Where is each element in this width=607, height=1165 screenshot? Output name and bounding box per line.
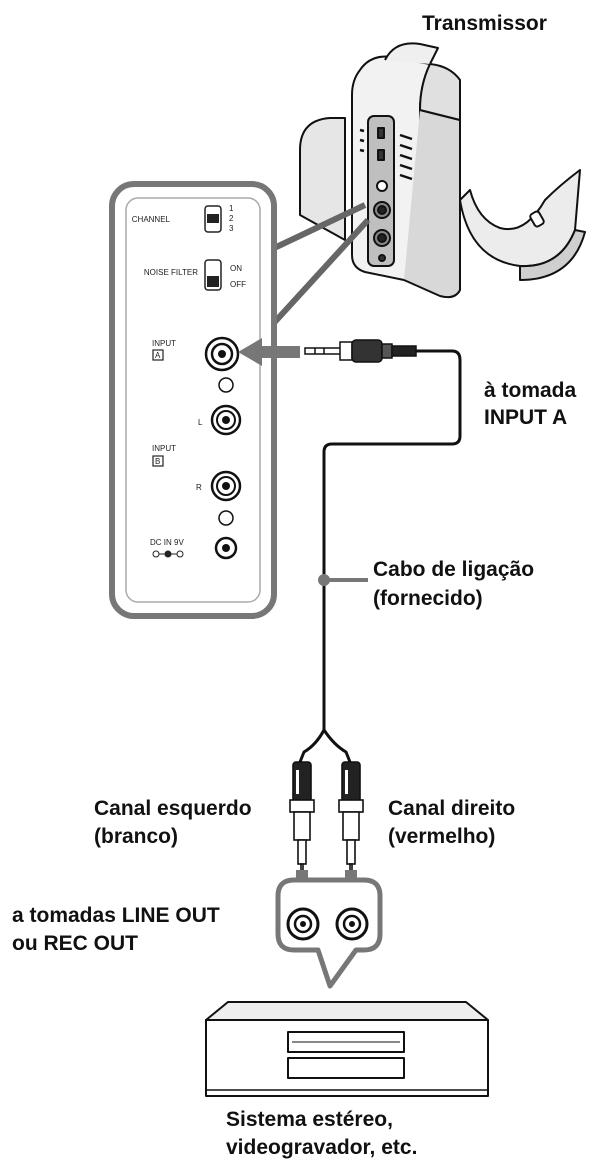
cable-caption-line1: Cabo de ligação [373, 558, 535, 581]
cable [298, 349, 462, 763]
rca-plug-icon [289, 761, 315, 873]
rca-plug-icon [338, 761, 364, 873]
dc-in-label: DC IN 9V [150, 538, 184, 547]
stereo-caption-line2: videogravador, etc. [226, 1136, 418, 1159]
right-channel-caption-line1: Canal direito [388, 797, 516, 820]
transmitter-label: Transmissor [422, 12, 547, 35]
cable-marker [318, 574, 330, 586]
output-jacks-callout [275, 877, 383, 989]
rca-jack-icon [204, 336, 240, 372]
off-label: OFF [230, 280, 246, 289]
channel-label: CHANNEL [132, 215, 171, 224]
zoom-lines [268, 202, 371, 328]
input-a-caption-line2: INPUT A [484, 406, 568, 429]
input-b-letter: B [155, 457, 160, 466]
rca-jack-icon [286, 907, 320, 941]
arrow-icon [238, 338, 300, 366]
r-label: R [196, 483, 202, 492]
right-channel-caption-line2: (vermelho) [388, 825, 496, 848]
channel-pos-1: 1 [229, 204, 234, 213]
input-b-label: INPUT [152, 444, 176, 453]
transmitter-illustration [299, 42, 586, 299]
dc-jack-icon [214, 536, 238, 560]
input-a-caption-line1: à tomada [484, 379, 577, 402]
input-a-label: INPUT [152, 339, 176, 348]
input-a-letter: A [155, 351, 161, 360]
stereo-caption-line1: Sistema estéreo, [226, 1108, 393, 1131]
l-label: L [198, 418, 203, 427]
cable-caption-line2: (fornecido) [373, 587, 483, 610]
stereo-device-icon [205, 1001, 489, 1097]
noise-filter-label: NOISE FILTER [144, 268, 198, 277]
rca-jack-icon [335, 907, 369, 941]
channel-pos-3: 3 [229, 224, 234, 233]
rca-jack-icon [210, 404, 242, 436]
rca-jack-icon [210, 470, 242, 502]
lineout-caption-line2: ou REC OUT [12, 932, 138, 955]
left-channel-caption-line2: (branco) [94, 825, 178, 848]
left-channel-caption-line1: Canal esquerdo [94, 797, 252, 820]
connector-panel: CHANNEL 1 2 3 NOISE FILTER ON OFF INPUT … [109, 181, 277, 619]
mini-plug-icon [304, 339, 417, 363]
lineout-caption-line1: a tomadas LINE OUT [12, 904, 220, 927]
channel-pos-2: 2 [229, 214, 234, 223]
on-label: ON [230, 264, 242, 273]
